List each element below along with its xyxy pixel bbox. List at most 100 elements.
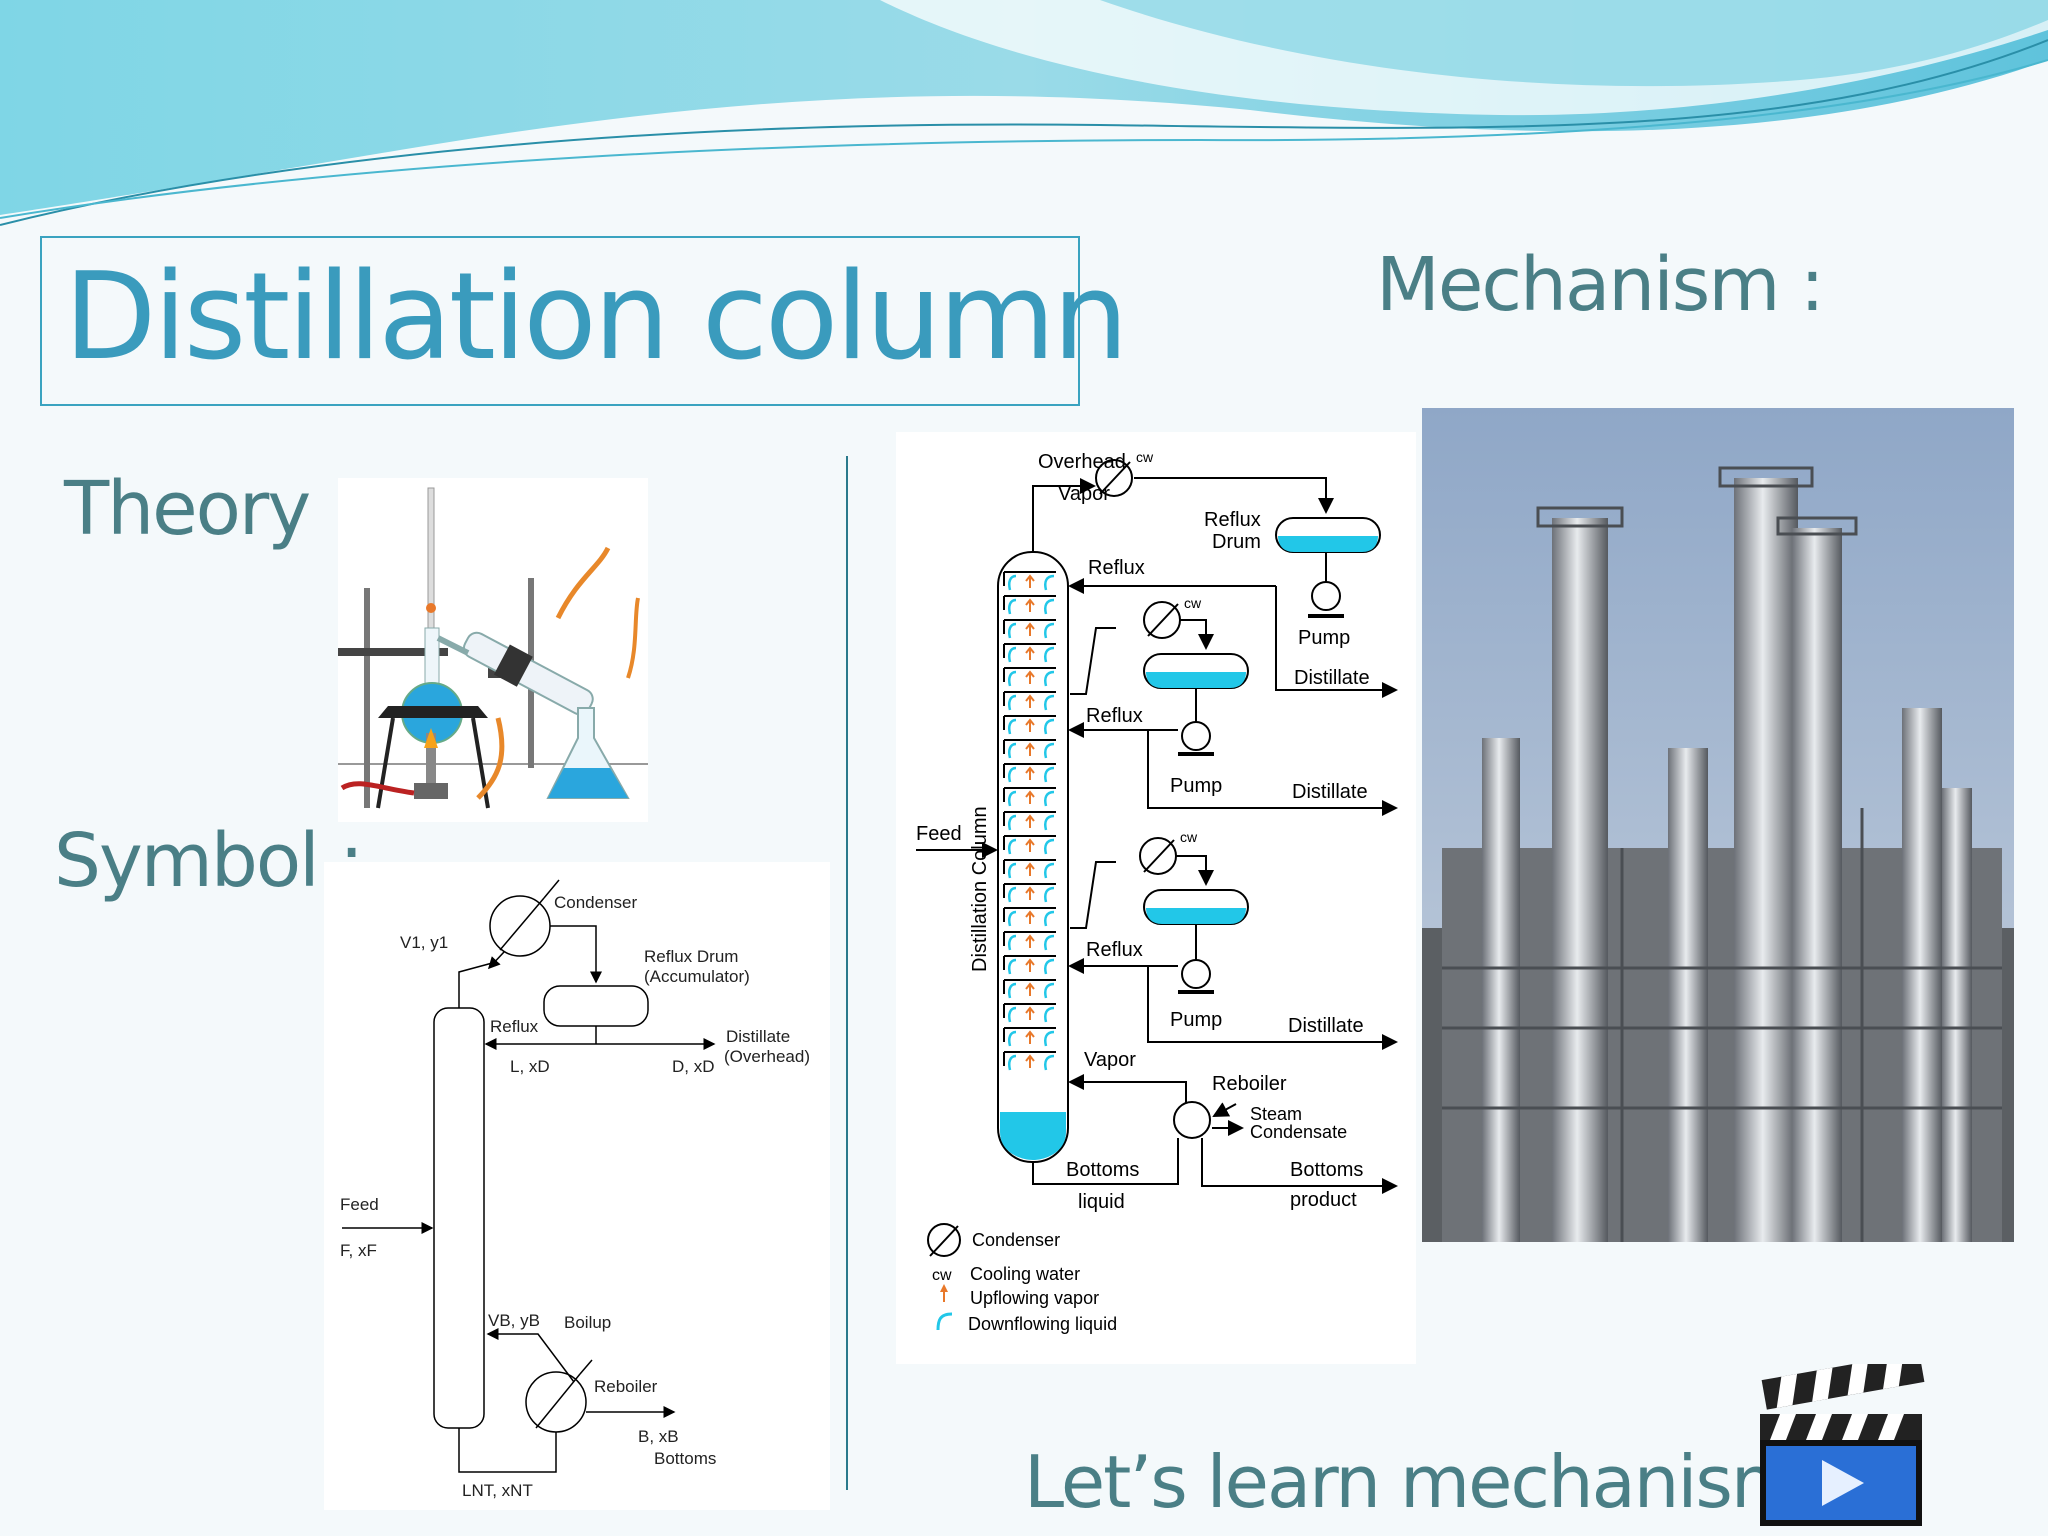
vapor-arrow-icon	[1025, 766, 1035, 780]
mech-cw-2-label: cw	[1184, 595, 1202, 611]
symbol-b-xb-label: B, xB	[638, 1427, 679, 1446]
liquid-arrow-icon	[1044, 934, 1055, 951]
symbol-reboiler-label: Reboiler	[594, 1377, 658, 1396]
mech-vapor-label: Vapor	[1084, 1049, 1136, 1071]
liquid-arrow-icon	[1044, 694, 1055, 711]
symbol-f-xf-label: F, xF	[340, 1241, 377, 1260]
column-tray	[1003, 739, 1056, 754]
liquid-arrow-icon	[1044, 886, 1055, 903]
liquid-arrow-icon	[1008, 574, 1017, 591]
symbol-vb-yb-label: VB, yB	[488, 1311, 540, 1330]
column-tray	[1003, 763, 1056, 778]
vapor-arrow-icon	[1025, 790, 1035, 804]
liquid-arrow-icon	[1008, 886, 1017, 903]
legend-up-arrow-icon	[940, 1284, 948, 1302]
vapor-arrow-icon	[1025, 694, 1035, 708]
symbol-condenser-label: Condenser	[554, 893, 638, 912]
liquid-arrow-icon	[1008, 622, 1017, 639]
mech-distillate-label-1: Distillate	[1294, 667, 1370, 689]
mech-feed-label: Feed	[916, 823, 962, 845]
vapor-arrow-icon	[1025, 1030, 1035, 1044]
column-tray	[1003, 1027, 1056, 1042]
column-tray	[1003, 835, 1056, 850]
liquid-arrow-icon	[1044, 670, 1055, 687]
mech-cw-top-label: cw	[1136, 449, 1154, 465]
liquid-arrow-icon	[1008, 1006, 1017, 1023]
mech-distillate-label-2: Distillate	[1292, 781, 1368, 803]
liquid-arrow-icon	[1008, 718, 1017, 735]
symbol-d-xd-label: D, xD	[672, 1057, 715, 1076]
mech-legend-condenser-label: Condenser	[972, 1230, 1060, 1250]
mechanism-label: Mechanism :	[1376, 242, 1825, 328]
liquid-arrow-icon	[1044, 838, 1055, 855]
mech-distillate-label-3: Distillate	[1288, 1015, 1364, 1037]
symbol-bottoms-label: Bottoms	[654, 1449, 716, 1468]
vapor-arrow-icon	[1025, 646, 1035, 660]
column-tray	[1003, 907, 1056, 922]
liquid-arrow-icon	[1044, 982, 1055, 999]
mech-reflux-label-2: Reflux	[1086, 705, 1143, 727]
column-tray	[1003, 931, 1056, 946]
mech-bottoms-product-label-2: product	[1290, 1189, 1357, 1211]
vapor-arrow-icon	[1025, 1054, 1035, 1068]
column-tray	[1003, 571, 1056, 586]
mech-cw-3-label: cw	[1180, 829, 1198, 845]
mech-pump-label-2: Pump	[1170, 775, 1222, 797]
vapor-arrow-icon	[1025, 742, 1035, 756]
title-box	[40, 236, 1080, 406]
liquid-arrow-icon	[1008, 862, 1017, 879]
symbol-distillate-label: Distillate	[726, 1027, 790, 1046]
symbol-boilup-label: Boilup	[564, 1313, 611, 1332]
column-tray	[1003, 859, 1056, 874]
liquid-arrow-icon	[1008, 814, 1017, 831]
column-tray	[1003, 619, 1056, 634]
refinery-photo	[1422, 408, 2014, 1242]
mech-reflux-drum-label-2: Drum	[1212, 531, 1261, 553]
mech-pump-label-1: Pump	[1298, 627, 1350, 649]
column-tray	[1003, 955, 1056, 970]
vertical-divider	[846, 456, 848, 1490]
mech-condensate-label: Condensate	[1250, 1122, 1347, 1142]
liquid-arrow-icon	[1044, 1030, 1055, 1047]
mech-legend-cw-label: Cooling water	[970, 1264, 1080, 1284]
liquid-arrow-icon	[1008, 646, 1017, 663]
liquid-arrow-icon	[1044, 598, 1055, 615]
theory-label: Theory :	[64, 466, 356, 552]
liquid-arrow-icon	[1008, 838, 1017, 855]
liquid-arrow-icon	[1044, 910, 1055, 927]
mech-reflux-drum-label-1: Reflux	[1204, 509, 1261, 531]
mech-overhead-label: Overhead	[1038, 451, 1126, 473]
mech-legend-cw-key: cw	[932, 1267, 952, 1284]
vapor-arrow-icon	[1025, 574, 1035, 588]
mech-bottoms-liquid-label-1: Bottoms	[1066, 1159, 1139, 1181]
liquid-arrow-icon	[1044, 862, 1055, 879]
vapor-arrow-icon	[1025, 1006, 1035, 1020]
vapor-arrow-icon	[1025, 718, 1035, 732]
mech-bottoms-product-label-1: Bottoms	[1290, 1159, 1363, 1181]
mech-reflux-label-3: Reflux	[1086, 939, 1143, 961]
liquid-arrow-icon	[1044, 574, 1055, 591]
symbol-l-xd-label: L, xD	[510, 1057, 550, 1076]
symbol-overhead-label: (Overhead)	[724, 1047, 810, 1066]
column-tray	[1003, 667, 1056, 682]
liquid-arrow-icon	[1044, 1054, 1055, 1071]
video-play-icon[interactable]	[1756, 1364, 1926, 1528]
liquid-arrow-icon	[1044, 742, 1055, 759]
symbol-reflux-label: Reflux	[490, 1017, 539, 1036]
column-tray	[1003, 715, 1056, 730]
column-tray	[1003, 883, 1056, 898]
vapor-arrow-icon	[1025, 982, 1035, 996]
symbol-reflux-drum-label: Reflux Drum	[644, 947, 738, 966]
liquid-arrow-icon	[1008, 1030, 1017, 1047]
vapor-arrow-icon	[1025, 958, 1035, 972]
mech-pump-label-3: Pump	[1170, 1009, 1222, 1031]
liquid-arrow-icon	[1008, 982, 1017, 999]
vapor-arrow-icon	[1025, 886, 1035, 900]
mech-legend-up-label: Upflowing vapor	[970, 1288, 1099, 1308]
vapor-arrow-icon	[1025, 910, 1035, 924]
liquid-arrow-icon	[1008, 790, 1017, 807]
liquid-arrow-icon	[1044, 622, 1055, 639]
liquid-arrow-icon	[1008, 958, 1017, 975]
liquid-arrow-icon	[1008, 766, 1017, 783]
vapor-arrow-icon	[1025, 838, 1035, 852]
